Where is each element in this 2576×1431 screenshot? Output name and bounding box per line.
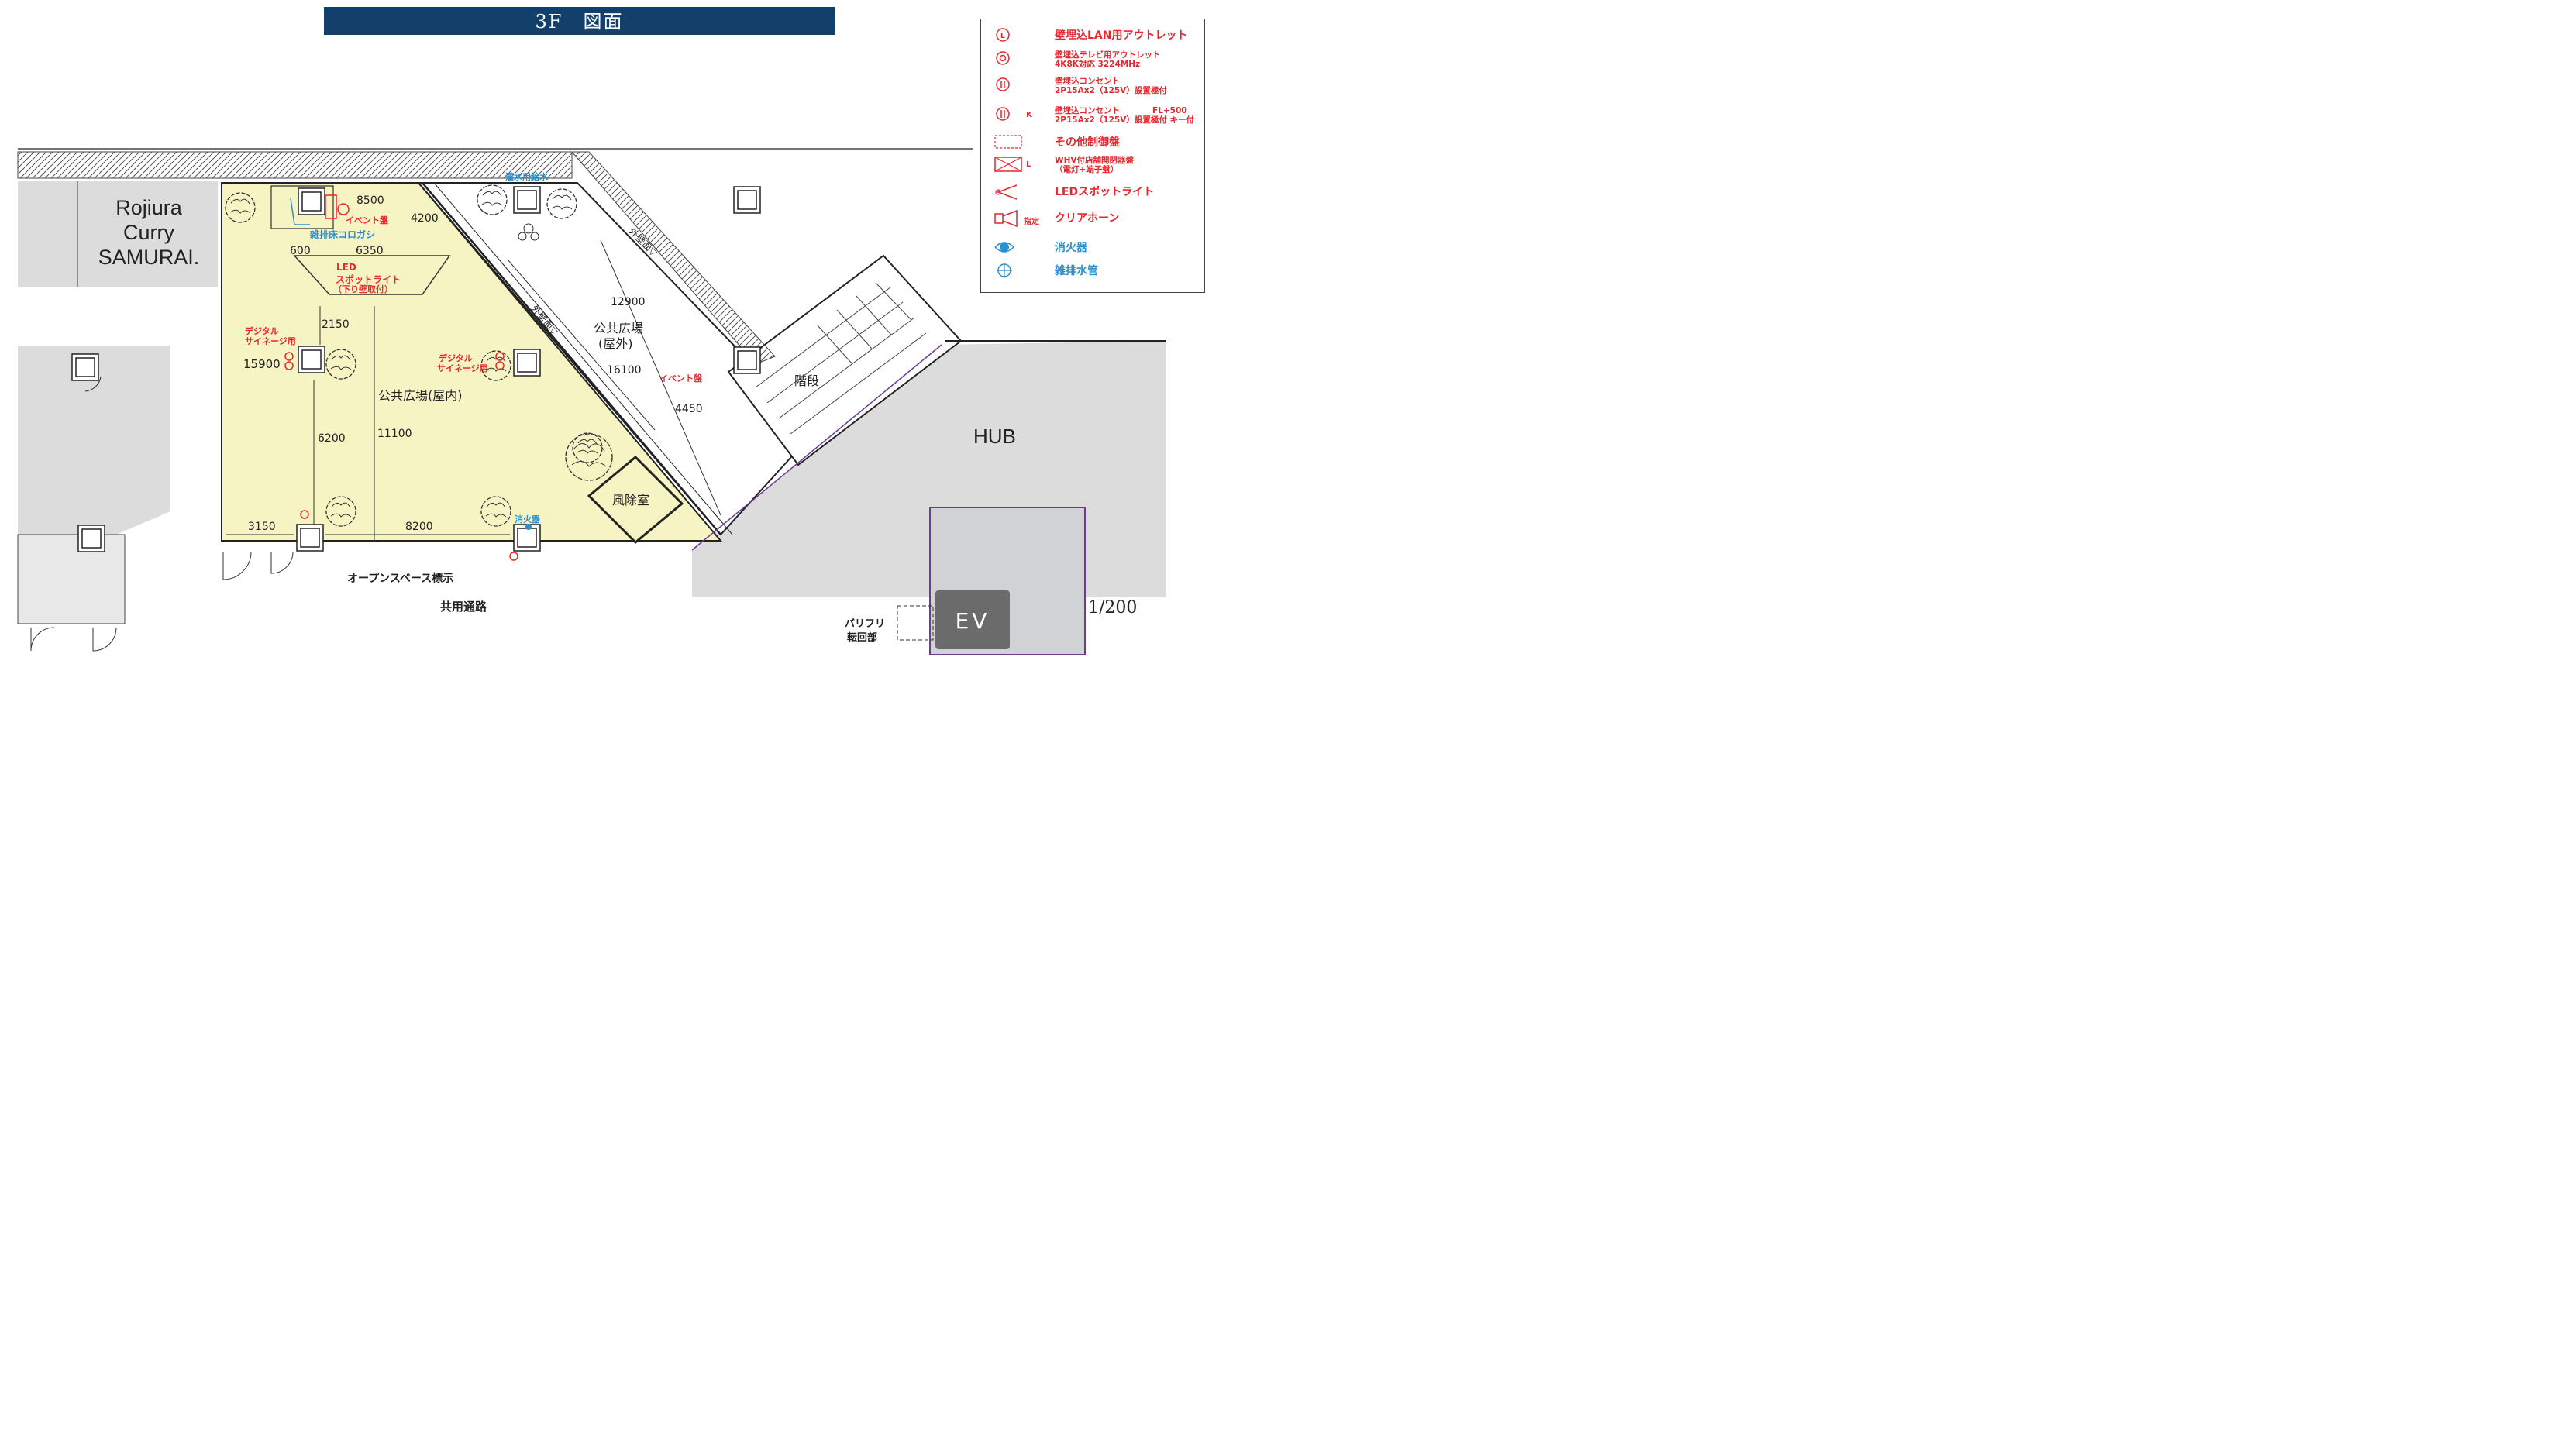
event-panel-label-b: イベント盤 — [659, 373, 702, 384]
tv-outlet-icon — [994, 50, 1025, 72]
dim-16100: 16100 — [607, 364, 642, 377]
dim-6200: 6200 — [318, 432, 346, 445]
power-outlet-key-icon — [994, 106, 1025, 128]
lan-outlet-icon: L — [994, 27, 1025, 49]
legend-sublabel: 2P15Ax2（125V）設置極付 キー付 — [1055, 115, 1195, 125]
dim-11100: 11100 — [377, 428, 412, 440]
column-8 — [71, 353, 99, 381]
clear-horn-icon — [994, 209, 1025, 232]
dim-12900: 12900 — [611, 296, 646, 308]
stairs-label: 階段 — [794, 373, 820, 388]
signage-label-a1: デジタル — [245, 326, 279, 336]
led-spot-label-1: LED — [336, 262, 356, 273]
column-7 — [733, 186, 761, 214]
column-9 — [733, 346, 761, 374]
column-5 — [298, 187, 325, 215]
dim-4200: 4200 — [411, 212, 439, 225]
barrier-free-sub-label: 転回部 — [847, 632, 878, 644]
led-spot-label-2: スポットライト — [336, 274, 401, 285]
legend-suffix: K — [1026, 111, 1032, 119]
legend-label: クリアホーン — [1055, 212, 1120, 225]
column-10 — [77, 525, 105, 552]
signage-label-a2: サイネージ用 — [245, 336, 296, 346]
legend-label: 雑排水管 — [1055, 265, 1098, 277]
svg-text:L: L — [1000, 33, 1005, 40]
dim-4450: 4450 — [675, 403, 703, 415]
power-outlet-icon — [994, 77, 1025, 98]
shop-label: Rojiura Curry SAMURAI. — [98, 196, 200, 269]
legend-label: 消火器 — [1055, 242, 1087, 254]
legend-suffix: L — [1026, 160, 1031, 169]
fire-extinguisher-icon — [994, 239, 1025, 261]
legend-sublabel: 4K8K対応 3224MHz — [1055, 60, 1141, 69]
control-panel-icon — [994, 134, 1025, 156]
shop-area — [18, 181, 218, 287]
legend-sublabel: 2P15Ax2（125V）設置極付 — [1055, 86, 1167, 95]
left-lower-area — [18, 346, 170, 535]
floor-drain-label: 雑排床コロガシ — [310, 229, 376, 240]
extinguisher-label: 消火器 — [515, 514, 540, 525]
dim-3150: 3150 — [248, 521, 276, 533]
dim-8200: 8200 — [405, 521, 433, 533]
column-3 — [296, 524, 324, 552]
windbreak-label: 風除室 — [612, 493, 650, 507]
legend-label: WHV付店舗開閉器盤（電灯+端子盤） — [1055, 156, 1134, 174]
indoor-plaza-area[interactable] — [221, 182, 723, 542]
dim-600: 600 — [290, 245, 311, 257]
column-2 — [513, 349, 541, 377]
legend-sublabel: （電灯+端子盤） — [1055, 165, 1119, 174]
dim-6350: 6350 — [356, 245, 384, 257]
ev-box[interactable]: EV — [935, 590, 1010, 649]
open-space-label: オープンスペース標示 — [347, 573, 454, 585]
led-spot-label-3: （下り壁取付） — [333, 284, 393, 294]
barrier-free-label: バリフリ — [845, 618, 886, 630]
dim-2150: 2150 — [322, 318, 350, 331]
event-panel-label-a: イベント盤 — [346, 215, 388, 225]
column-6 — [513, 186, 541, 214]
dim-8500: 8500 — [356, 194, 384, 207]
corridor-label: 共用通路 — [440, 600, 487, 614]
whv-panel-icon — [994, 156, 1025, 177]
legend-suffix: 指定 — [1024, 218, 1039, 226]
drain-pipe-icon — [994, 263, 1025, 284]
outdoor-plaza-label: 公共広場 — [594, 321, 644, 335]
signage-label-b2: サイネージ用 — [437, 363, 488, 373]
scale-label: 1/200 — [1088, 598, 1138, 617]
indoor-plaza-label: 公共広場(屋内) — [378, 388, 463, 403]
column-1 — [298, 346, 325, 373]
hub-label: HUB — [973, 425, 1016, 448]
led-spotlight-icon — [994, 184, 1025, 205]
signage-label-b1: デジタル — [439, 353, 473, 363]
dim-15900: 15900 — [243, 357, 281, 371]
legend-label: 壁埋込LAN用アウトレット — [1055, 29, 1188, 42]
legend-label: LEDスポットライト — [1055, 186, 1155, 198]
planter-water-label: 灌水用給水 — [505, 172, 548, 182]
legend-label: その他制御盤 — [1055, 136, 1120, 149]
floor-plan — [17, 148, 1166, 655]
outdoor-plaza-sub: (屋外) — [598, 336, 633, 351]
windbreak-room[interactable] — [587, 455, 684, 545]
title-bar: 3F 図面 — [324, 7, 835, 35]
